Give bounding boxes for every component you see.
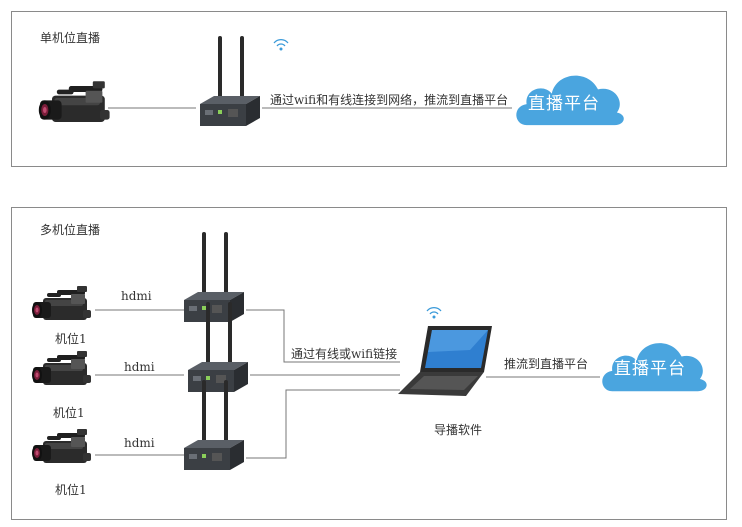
network-line-3 (246, 389, 400, 459)
single-encoder-icon (200, 36, 260, 126)
network-line-1 (246, 309, 400, 363)
multi-camera-panel (11, 207, 727, 520)
single-cloud-label: 直播平台 (528, 94, 600, 114)
laptop-icon (398, 326, 492, 396)
single-camera-icon (38, 81, 110, 122)
camera-label-2: 机位1 (53, 406, 85, 420)
laptop-wifi-icon (426, 307, 442, 320)
multi-encoder-3-icon (184, 380, 244, 470)
multi-camera-2-icon (32, 351, 91, 385)
multi-link-text: 通过有线或wifi链接 (291, 347, 398, 361)
single-camera-panel (11, 11, 727, 167)
hdmi-label-3: hdmi (124, 436, 155, 450)
hdmi-label-2: hdmi (124, 360, 155, 374)
multi-camera-1-icon (32, 286, 91, 320)
camera-label-3: 机位1 (55, 483, 87, 497)
camera-label-1: 机位1 (55, 332, 87, 346)
multi-title: 多机位直播 (40, 223, 101, 237)
single-title: 单机位直播 (40, 31, 101, 45)
multi-encoder-1-icon (184, 232, 244, 322)
single-wifi-icon (273, 39, 289, 52)
single-link-text: 通过wifi和有线连接到网络，推流到直播平台 (270, 93, 509, 107)
multi-cloud-label: 直播平台 (614, 359, 686, 379)
hdmi-label-1: hdmi (121, 289, 152, 303)
laptop-label: 导播软件 (434, 423, 483, 437)
push-text: 推流到直播平台 (504, 357, 589, 371)
multi-camera-3-icon (32, 429, 91, 463)
